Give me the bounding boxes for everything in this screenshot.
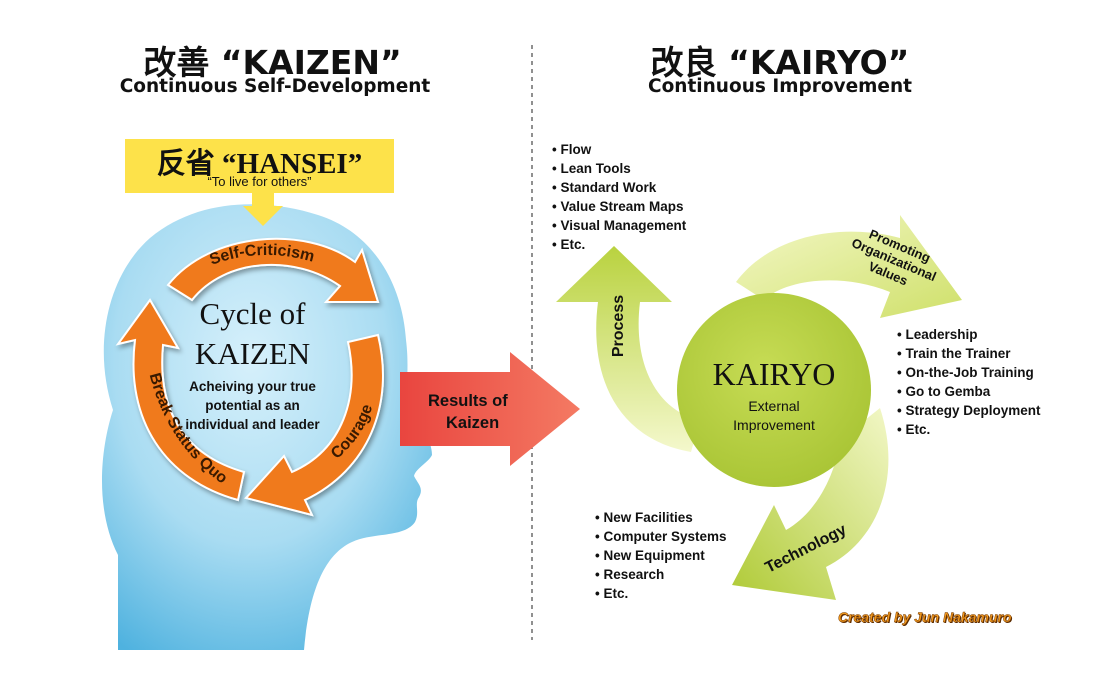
cycle-desc: Acheiving your true potential as an indi… <box>160 377 345 434</box>
kairyo-center-desc: External Improvement <box>680 397 868 435</box>
kairyo-title: 改良 “KAIRYO” <box>650 43 910 82</box>
values-list-item: Leadership <box>897 325 1041 344</box>
self-criticism-arrow <box>166 237 380 303</box>
process-list-item: Visual Management <box>552 216 686 235</box>
break-status-quo-arrow <box>115 298 246 502</box>
results-label-line1: Results of <box>428 392 508 410</box>
credit-text: Created by Jun Nakamuro <box>838 609 1012 626</box>
hansei-box <box>125 139 394 193</box>
technology-list-item: New Facilities <box>595 508 727 527</box>
results-arrow <box>400 352 580 466</box>
process-list: Flow Lean Tools Standard Work Value Stre… <box>552 140 686 254</box>
cycle-title-line2: KAIZEN <box>194 336 311 371</box>
technology-list-item: Research <box>595 565 727 584</box>
values-list-item: Strategy Deployment <box>897 401 1040 420</box>
technology-list: New Facilities Computer Systems New Equi… <box>595 508 727 603</box>
kairyo-subtitle: Continuous Improvement <box>648 76 912 97</box>
process-list-item: Etc. <box>552 235 686 254</box>
cycle-desc-line2: potential as an <box>205 398 300 413</box>
cycle-desc-line3: individual and leader <box>185 417 320 432</box>
process-list-item: Standard Work <box>552 178 686 197</box>
results-label: Results of Kaizen <box>428 390 548 434</box>
values-list-item: On-the-Job Training <box>897 363 1041 382</box>
values-list-item: Etc. <box>897 420 1041 439</box>
cycle-desc-line1: Acheiving your true <box>189 379 316 394</box>
promoting-values-arrow <box>736 215 962 318</box>
process-list-item: Value Stream Maps <box>552 197 686 216</box>
values-list-item: Train the Trainer <box>897 344 1041 363</box>
kairyo-center-line1: External <box>748 398 800 414</box>
process-list-item: Flow <box>552 140 686 159</box>
kaizen-title: 改善 “KAIZEN” <box>143 43 402 82</box>
technology-list-item: Etc. <box>595 584 727 603</box>
head-silhouette <box>102 204 432 651</box>
process-arrow <box>556 246 700 452</box>
values-list-item: Go to Gemba <box>897 382 1041 401</box>
courage-arrow <box>244 333 384 517</box>
cycle-title-line1: Cycle of <box>199 296 306 331</box>
kairyo-center-title: KAIRYO <box>712 356 836 392</box>
kairyo-circle <box>677 293 871 487</box>
results-label-line2: Kaizen <box>446 414 500 432</box>
technology-list-item: Computer Systems <box>595 527 726 546</box>
kairyo-center-line2: Improvement <box>733 417 815 433</box>
technology-arrow <box>732 408 889 600</box>
technology-list-item: New Equipment <box>595 546 727 565</box>
hansei-tagline: “To live for others” <box>207 174 312 189</box>
process-label: Process <box>610 295 627 357</box>
values-list: Leadership Train the Trainer On-the-Job … <box>897 325 1041 439</box>
hansei-down-arrow <box>243 193 283 226</box>
process-list-item: Lean Tools <box>552 159 686 178</box>
hansei-title: 反省 “HANSEI” <box>156 148 363 180</box>
kaizen-subtitle: Continuous Self-Development <box>119 76 431 97</box>
